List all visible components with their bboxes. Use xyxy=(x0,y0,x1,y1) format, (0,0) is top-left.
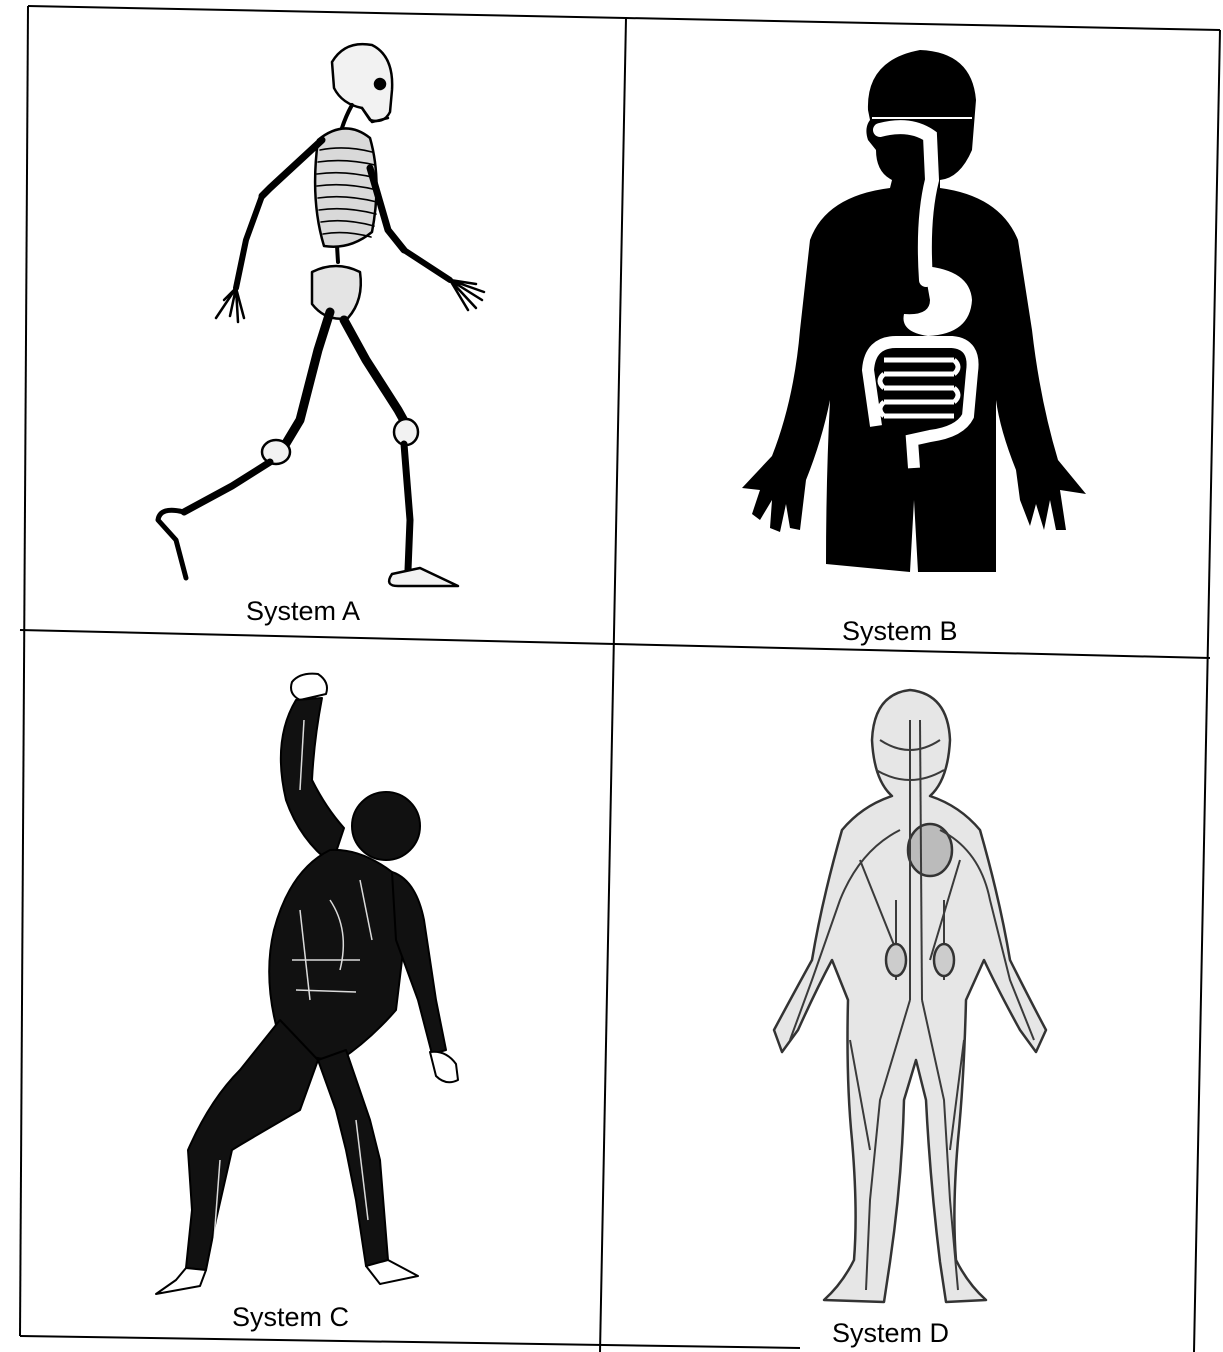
torso xyxy=(269,850,404,1060)
panel-c-label: System C xyxy=(232,1302,349,1333)
eye-socket xyxy=(375,79,385,89)
left-leg xyxy=(186,1020,318,1270)
right-foot xyxy=(366,1260,418,1284)
left-foot xyxy=(156,1268,206,1294)
right-femur xyxy=(344,320,408,428)
left-border xyxy=(20,6,28,1336)
raised-arm xyxy=(281,698,344,864)
kidney-right xyxy=(934,944,954,976)
right-hand xyxy=(450,280,484,310)
right-foot xyxy=(389,568,458,586)
circulatory-figure xyxy=(774,690,1046,1302)
top-border-right xyxy=(626,18,1220,30)
right-knee xyxy=(394,419,418,445)
left-hand xyxy=(216,288,244,322)
pelvis xyxy=(312,266,361,319)
right-tibia xyxy=(404,444,410,570)
left-femur xyxy=(282,312,330,450)
right-border xyxy=(1194,30,1220,1352)
raised-fist xyxy=(291,674,327,700)
center-horizontal-divider xyxy=(20,630,1210,658)
head xyxy=(352,792,420,860)
panel-a-label: System A xyxy=(246,596,360,627)
top-border xyxy=(28,6,626,18)
left-humerus xyxy=(262,140,322,196)
panel-b-label: System B xyxy=(842,616,958,647)
lowered-hand xyxy=(430,1052,458,1083)
panel-d-label: System D xyxy=(832,1318,949,1349)
digestive-figure xyxy=(742,50,1086,572)
right-leg xyxy=(318,1050,388,1266)
left-forearm xyxy=(236,196,262,288)
right-forearm xyxy=(404,250,450,280)
kidney-left xyxy=(886,944,906,976)
center-vertical-divider xyxy=(600,18,626,1352)
bottom-border xyxy=(20,1336,800,1348)
skeleton-figure xyxy=(158,44,484,586)
muscular-figure xyxy=(156,674,458,1294)
left-foot xyxy=(158,510,186,578)
left-tibia xyxy=(184,462,270,512)
